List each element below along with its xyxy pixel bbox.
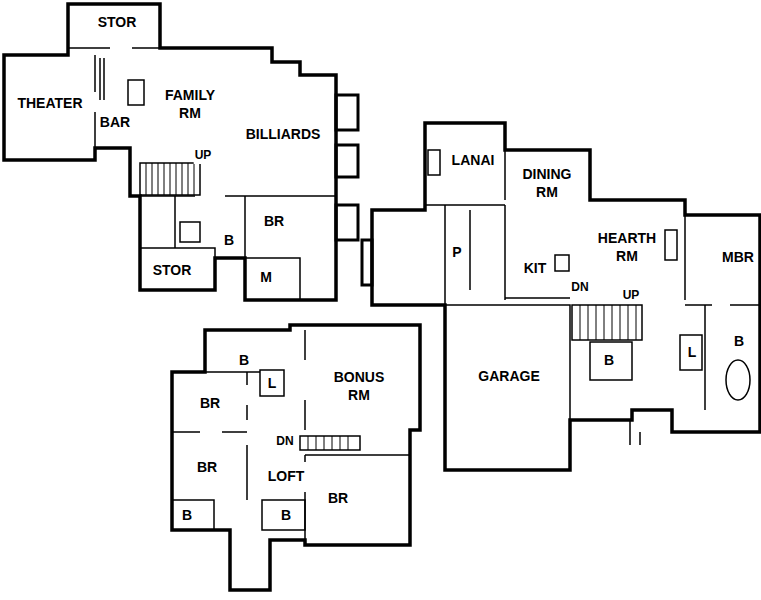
room-label: LOFT (267, 467, 306, 485)
room-label: BILLIARDS (245, 125, 322, 143)
room-label: B (223, 231, 235, 249)
room-label: BR (327, 489, 349, 507)
room-label: L (267, 374, 278, 392)
room-label: B (238, 351, 250, 369)
room-label: DN (570, 278, 589, 296)
room-label: BR (199, 394, 221, 412)
room-label: B (733, 332, 745, 350)
room-label: DN (275, 432, 294, 450)
room-label: BR (263, 212, 285, 230)
room-label: FAMILY RM (158, 86, 222, 122)
room-label: STOR (152, 261, 193, 279)
room-label: M (259, 268, 273, 286)
room-label: B (181, 506, 193, 524)
room-label: LANAI (451, 151, 496, 169)
room-label: UP (194, 146, 213, 164)
room-label: UP (622, 286, 641, 304)
room-label: DINING RM (515, 165, 579, 201)
room-label: P (451, 243, 462, 261)
room-label: B (603, 351, 615, 369)
room-label: BR (196, 458, 218, 476)
room-label: L (687, 343, 698, 361)
room-label: BAR (99, 113, 131, 131)
room-label: GARAGE (477, 367, 540, 385)
room-label: STOR (97, 13, 138, 31)
room-label: MBR (721, 248, 755, 266)
room-label: BONUS RM (327, 368, 391, 404)
room-label: KIT (523, 259, 548, 277)
room-label: B (280, 506, 292, 524)
room-label: HEARTH RM (590, 229, 664, 265)
room-label: THEATER (16, 94, 83, 112)
